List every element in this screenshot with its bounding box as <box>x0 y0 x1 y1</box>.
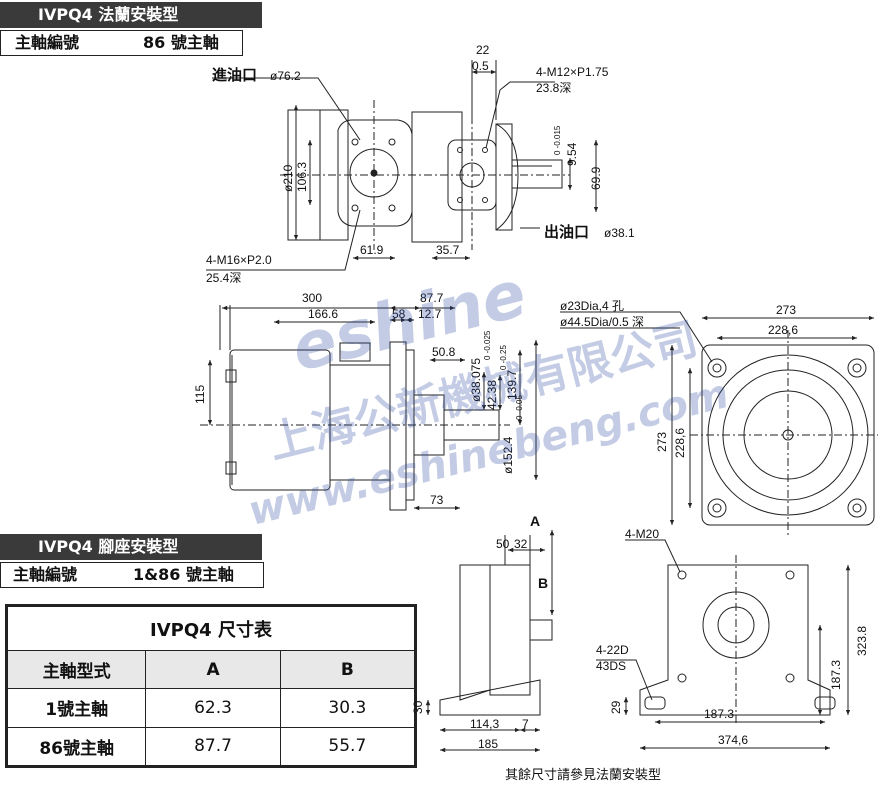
hole-22d: 4-22D <box>596 643 629 657</box>
dim-166-6: 166.6 <box>308 307 338 321</box>
dim-273-side: 273 <box>655 432 669 452</box>
hole-43ds: 43DS <box>596 659 626 673</box>
dim-29: 29 <box>609 700 623 714</box>
outlet-dia: ø38.1 <box>604 226 635 240</box>
table-row: 1號主軸 62.3 30.3 <box>6 688 416 728</box>
top-bolt: 4-M12×P1.75 <box>536 65 609 79</box>
footnote: 其餘尺寸請參見法蘭安裝型 <box>505 768 662 783</box>
table-header: 主軸型式 <box>6 650 147 689</box>
label-B: B <box>538 575 548 591</box>
dim-87-7: 87.7 <box>420 291 444 305</box>
table-caption: IVPQ4 尺寸表 <box>7 606 415 651</box>
dim-30: 30 <box>411 700 425 714</box>
top-bolt-depth: 23.8深 <box>536 81 571 95</box>
dim-12-7: 12.7 <box>418 307 442 321</box>
dim-50-8: 50.8 <box>432 345 456 359</box>
dim-273-top: 273 <box>776 303 796 317</box>
dim-9-54-tol: 0 -0.015 <box>553 125 562 155</box>
dim-152-4: ø152.4 <box>501 436 515 474</box>
foot-title-text: IVPQ4 腳座安裝型 <box>38 537 179 556</box>
dim-300: 300 <box>302 291 322 305</box>
bolt-m20: 4-M20 <box>625 527 659 541</box>
dim-50: 50 <box>496 537 510 551</box>
dim-32: 32 <box>514 537 528 551</box>
dim-35-7: 35.7 <box>436 243 460 257</box>
inlet-label: 進油口 <box>212 66 257 84</box>
front-view <box>560 311 878 535</box>
dim-106-3: 106.3 <box>295 162 309 192</box>
dim-0-5: 0.5 <box>472 59 489 73</box>
flange-shaft-label: 主軸編號 <box>15 33 80 52</box>
table-cell: 30.3 <box>279 688 416 728</box>
dim-187-3-v: 187.3 <box>829 660 843 690</box>
foot-shaft-bar: 主軸編號 1&86 號主軸 <box>0 562 264 588</box>
side-view <box>200 305 539 511</box>
dim-185: 185 <box>478 737 498 751</box>
top-view <box>206 60 599 271</box>
outlet-label: 出油口 <box>544 223 589 241</box>
table-cell: 62.3 <box>145 688 281 728</box>
foot-shaft-no: 1&86 號主軸 <box>133 565 234 584</box>
dim-115: 115 <box>193 385 207 404</box>
dim-69-9: 69.9 <box>589 166 603 190</box>
dim-42-38: 42.38 <box>485 380 499 410</box>
dim-7: 7 <box>522 717 529 731</box>
table-row: 86號主軸 87.7 55.7 <box>6 726 416 766</box>
table-header: B <box>279 650 416 689</box>
table-cell: 86號主軸 <box>6 726 147 766</box>
table-cell: 1號主軸 <box>6 688 147 728</box>
dim-152-4-tol: 0 -0.05 <box>515 395 524 420</box>
flange-title-text: IVPQ4 法蘭安裝型 <box>38 5 179 24</box>
table-header: A <box>145 650 281 689</box>
flange-title: IVPQ4 法蘭安裝型 <box>0 2 262 28</box>
label-A: A <box>530 513 540 529</box>
dim-374-6: 374,6 <box>718 733 748 747</box>
hole-spec-2: ø44.5Dia/0.5 深 <box>560 315 644 329</box>
inlet-dia: ø76.2 <box>270 69 301 83</box>
dim-61-9: 61.9 <box>360 243 384 257</box>
hole-spec-1: ø23Dia,4 孔 <box>560 299 624 313</box>
table-cell: 87.7 <box>145 726 281 766</box>
foot-title: IVPQ4 腳座安裝型 <box>0 534 262 560</box>
dim-114-3: 114,3 <box>470 717 499 731</box>
dim-323-8: 323.8 <box>855 626 869 656</box>
dim-38-075: ø38.075 <box>469 358 483 402</box>
flange-shaft-bar: 主軸編號 86 號主軸 <box>0 30 243 56</box>
flange-shaft-no: 86 號主軸 <box>143 33 219 52</box>
dim-228-6-top: 228,6 <box>768 323 798 337</box>
dim-9-54: 9.54 <box>565 142 579 166</box>
foot-front-view <box>596 539 851 751</box>
table-cell: 55.7 <box>279 726 416 766</box>
bottom-bolt-depth: 25.4深 <box>206 271 241 285</box>
dim-187-3-h: 187.3 <box>704 707 734 721</box>
foot-shaft-label: 主軸編號 <box>13 565 78 584</box>
dim-42-38-tol: 0 -0.25 <box>499 345 508 370</box>
dim-38-075-tol: 0 -0.025 <box>483 330 492 360</box>
dim-139-7: 139.7 <box>505 370 519 400</box>
dim-210: ø210 <box>281 164 295 192</box>
dim-228-6-side: 228,6 <box>673 428 687 458</box>
dim-22: 22 <box>476 43 490 57</box>
dimension-table: IVPQ4 尺寸表 主軸型式 A B 1號主軸 62.3 30.3 86號主軸 … <box>5 604 417 768</box>
dim-73: 73 <box>430 493 444 507</box>
dim-58: 58 <box>392 307 406 321</box>
bottom-bolt: 4-M16×P2.0 <box>206 253 272 267</box>
foot-side-view <box>425 530 555 753</box>
